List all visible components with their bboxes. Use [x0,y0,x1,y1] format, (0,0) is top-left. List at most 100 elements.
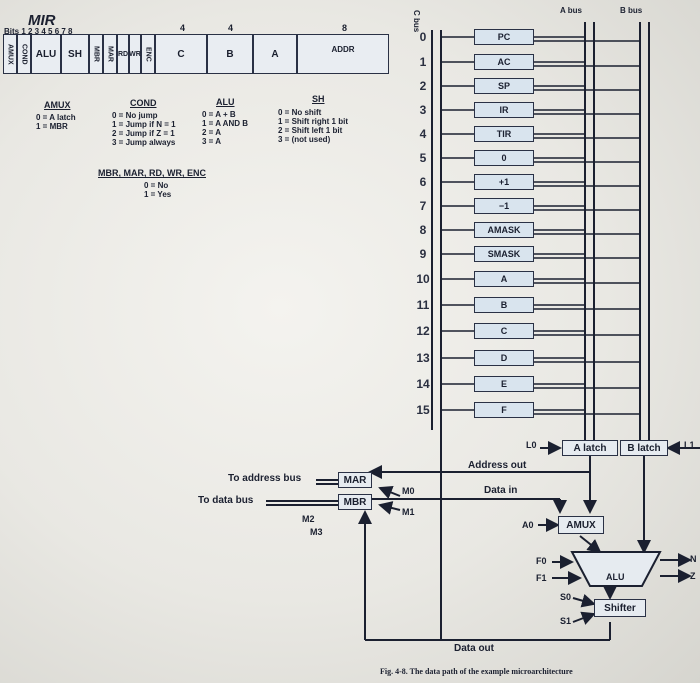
mir-field-a: A [253,34,297,74]
s0-control-label: S0 [560,592,572,602]
register-sp: SP [474,78,534,94]
shifter-unit: Shifter [594,599,646,617]
legend-cond-line: 3 = Jump always [112,138,176,147]
mir-tick-c: 4 [180,23,186,33]
mir-field-wr: WR [129,34,141,74]
register-plus-one: +1 [474,174,534,190]
register-e: E [474,376,534,392]
s1-control-label: S1 [560,616,572,626]
legend-mbr-line: 1 = Yes [144,190,172,199]
m1-control-label: M1 [402,507,415,517]
legend-sh-title: SH [312,94,325,104]
legend-amux-line: 1 = MBR [36,122,68,131]
register-d: D [474,350,534,366]
row-number: 11 [416,298,430,312]
row-number: 9 [419,247,427,261]
row-number: 14 [416,377,430,391]
a0-control-label: A0 [522,520,534,530]
mir-field-b: B [207,34,253,74]
mir-field-addr: ADDR [297,34,389,74]
alu-label: ALU [606,572,625,582]
m3-control-label: M3 [310,527,323,537]
a-bus-label: A bus [560,6,582,15]
n-flag-label: N [690,554,697,564]
legend-sh-line: 2 = Shift left 1 bit [278,126,343,135]
row-number: 15 [416,403,430,417]
legend-sh-line: 0 = No shift [278,108,322,117]
row-number: 6 [419,175,427,189]
register-f: F [474,402,534,418]
register-amask: AMASK [474,222,534,238]
legend-cond-line: 1 = Jump if N = 1 [112,120,176,129]
register-tir: TIR [474,126,534,142]
row-number: 1 [419,55,427,69]
row-number: 4 [419,127,427,141]
row-number: 5 [419,151,427,165]
mir-tick-b: 4 [228,23,234,33]
m2-control-label: M2 [302,514,315,524]
register-zero: 0 [474,150,534,166]
register-ir: IR [474,102,534,118]
to-data-bus-label: To data bus [198,495,254,506]
alu-unit [570,551,662,587]
mir-field-cond: COND [17,34,31,74]
legend-cond-line: 2 = Jump if Z = 1 [112,129,175,138]
mir-field-enc: ENC [141,34,155,74]
legend-mbr-title: MBR, MAR, RD, WR, ENC [98,168,206,178]
mar-register: MAR [338,472,372,488]
legend-mbr-line: 0 = No [144,181,169,190]
data-in-label: Data in [484,485,518,496]
legend-cond-line: 0 = No jump [112,111,158,120]
amux-unit: AMUX [558,516,604,534]
row-number: 2 [419,79,427,93]
b-latch: B latch [620,440,668,456]
data-out-label: Data out [454,643,494,654]
mir-field-rd: RD [117,34,129,74]
mir-field-sh: SH [61,34,89,74]
legend-cond-title: COND [130,98,157,108]
mir-tick-addr: 8 [342,23,348,33]
f1-control-label: F1 [536,573,547,583]
row-number: 0 [419,30,427,44]
mir-field-amux: AMUX [3,34,17,74]
mir-title: MIR [28,12,56,29]
row-number: 13 [416,351,430,365]
a-latch: A latch [562,440,618,456]
legend-alu-line: 3 = A [202,137,222,146]
register-bus-taps [441,36,640,415]
mir-field-mbr: MBR [89,34,103,74]
register-pc: PC [474,29,534,45]
legend-alu-line: 0 = A + B [202,110,236,119]
mir-field-c: C [155,34,207,74]
row-number: 10 [416,272,430,286]
legend-alu-line: 2 = A [202,128,222,137]
legend-alu-line: 1 = A AND B [202,119,249,128]
l0-control-label: L0 [526,440,537,450]
legend-sh-line: 1 = Shift right 1 bit [278,117,349,126]
mir-bit-numbers: Bits 1 2 3 4 5 6 7 8 [4,27,73,36]
legend-amux-line: 0 = A latch [36,113,76,122]
register-c: C [474,323,534,339]
figure-caption: Fig. 4-8. The data path of the example m… [380,667,573,676]
row-number: 8 [419,223,427,237]
register-ac: AC [474,54,534,70]
c-bus-label: C bus [412,10,421,33]
register-smask: SMASK [474,246,534,262]
mir-field-alu: ALU [31,34,61,74]
z-flag-label: Z [690,571,696,581]
mir-field-mar: MAR [103,34,117,74]
address-out-label: Address out [468,460,527,471]
row-number: 12 [416,324,430,338]
register-minus-one: −1 [474,198,534,214]
register-b: B [474,297,534,313]
b-bus-label: B bus [620,6,643,15]
l1-control-label: L1 [684,440,695,450]
row-number: 7 [419,199,427,213]
legend-alu-title: ALU [216,97,235,107]
row-number: 3 [419,103,427,117]
f0-control-label: F0 [536,556,547,566]
mbr-register: MBR [338,494,372,510]
m0-control-label: M0 [402,486,415,496]
legend-sh-line: 3 = (not used) [278,135,331,144]
